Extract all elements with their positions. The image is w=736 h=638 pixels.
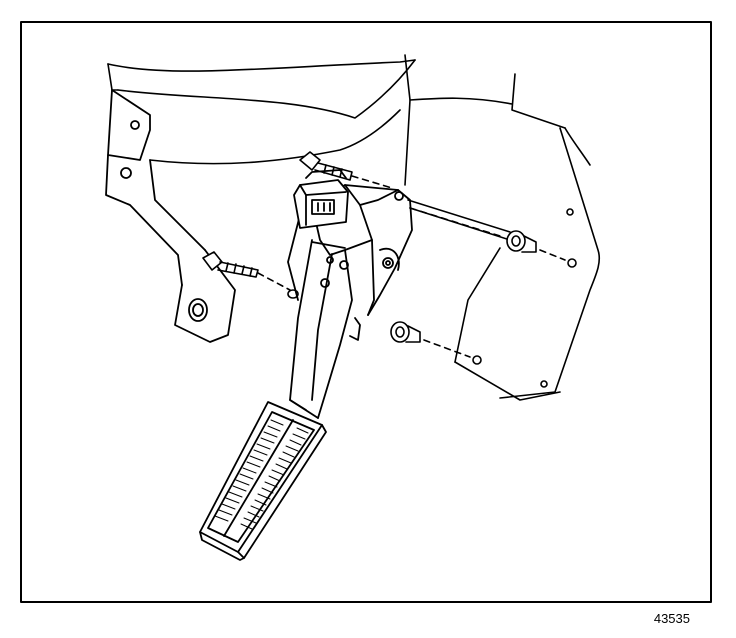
pedal-pad [199, 401, 327, 561]
left-mounting-bracket [105, 89, 236, 343]
figure-number: 43535 [653, 611, 690, 626]
pedal-arm [289, 239, 361, 419]
mounting-bolt-left [202, 251, 299, 299]
pedal-pad-ridges [214, 419, 309, 530]
mounting-bolt-top [299, 151, 393, 189]
illustration-border [20, 21, 712, 603]
pedal-position-sensor-connector [293, 169, 349, 229]
mounting-nut-right-upper [409, 207, 577, 268]
mounting-nut-right-lower [390, 321, 482, 365]
pedal-mounting-bracket [287, 184, 413, 316]
dash-panel [107, 54, 601, 401]
